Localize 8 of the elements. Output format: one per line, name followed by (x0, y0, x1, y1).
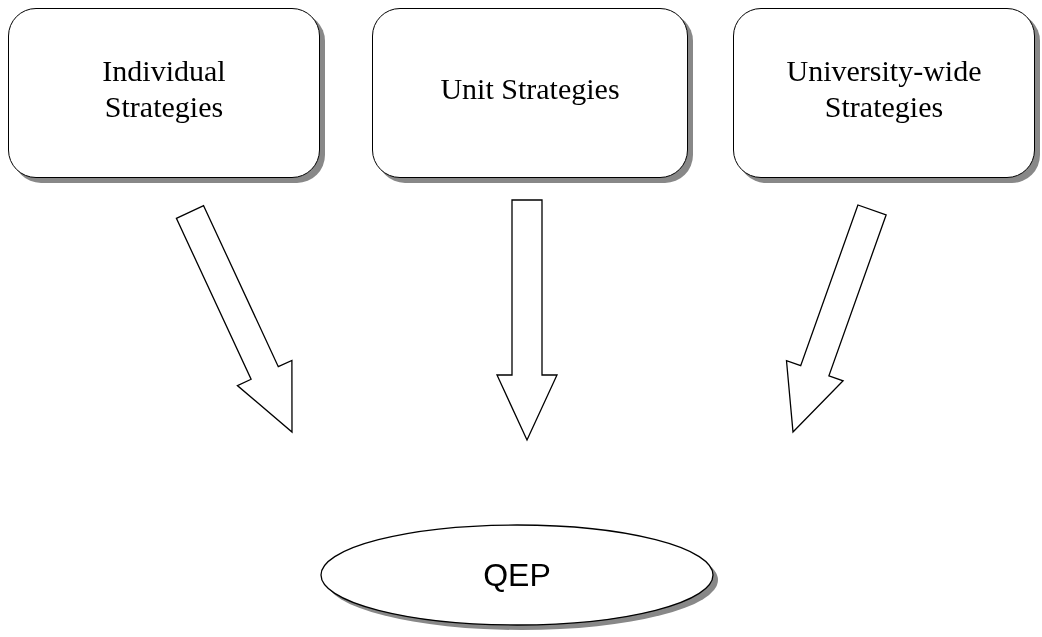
block-arrow (175, 204, 293, 434)
node-label: University-wide Strategies (785, 53, 983, 125)
node-label: QEP (483, 556, 551, 595)
node-label: Individual Strategies (101, 53, 227, 125)
block-arrow (785, 204, 887, 434)
block-arrow (496, 199, 558, 442)
ellipse-node (320, 524, 720, 632)
node-label: Unit Strategies (440, 71, 620, 107)
